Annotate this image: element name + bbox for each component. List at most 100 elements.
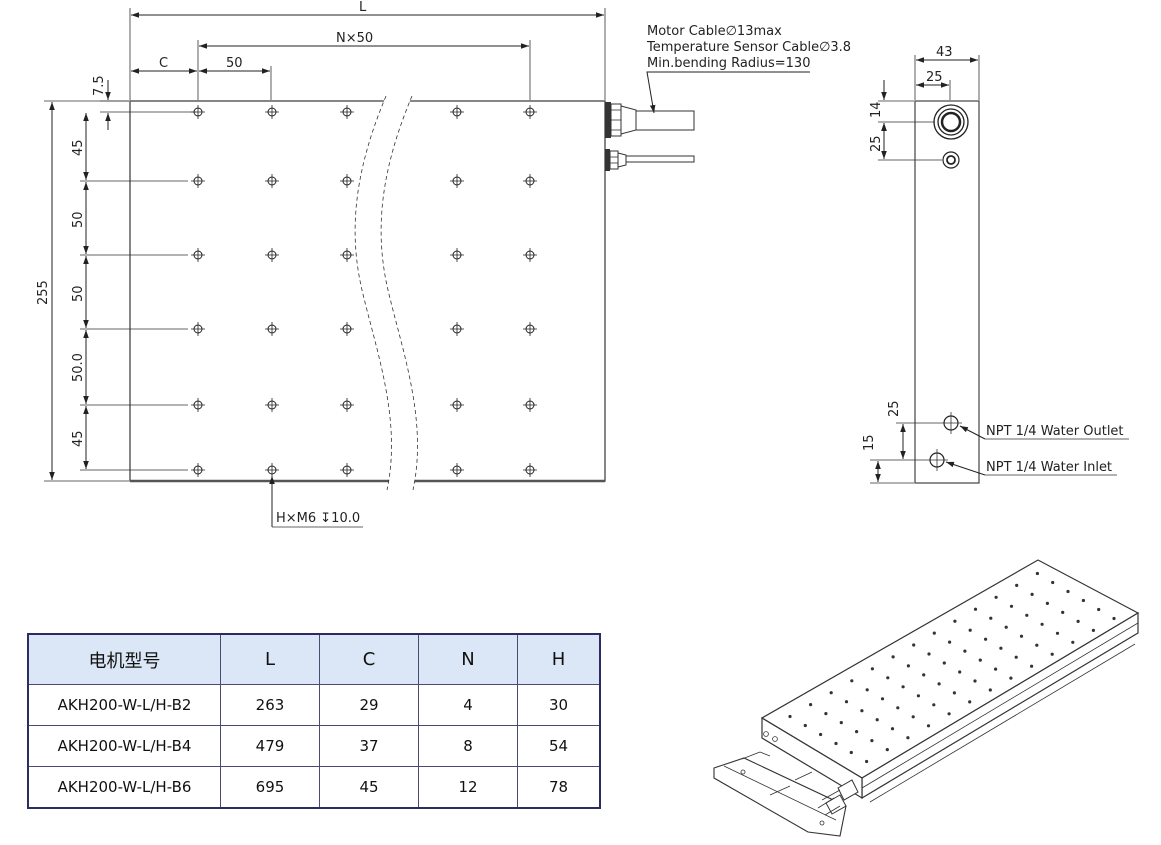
- dim-L: L: [359, 0, 367, 15]
- iso-hole: [963, 649, 967, 653]
- cable-note: Motor Cable∅13max Temperature Sensor Cab…: [646, 24, 851, 71]
- iso-hole: [849, 750, 853, 755]
- iso-hole: [1004, 625, 1008, 629]
- iso-hole: [834, 741, 838, 746]
- iso-hole: [803, 723, 807, 728]
- iso-hole: [844, 700, 849, 704]
- iso-hole: [1045, 601, 1049, 606]
- hole-crosshair: [265, 463, 279, 477]
- cell-model: AKH200-W-L/H-B6: [27, 766, 221, 809]
- mounting-holes: [191, 105, 537, 477]
- iso-hole: [1025, 613, 1029, 617]
- row-dim-5: 45: [71, 430, 86, 447]
- header-H: H: [517, 633, 601, 685]
- cell-C: 29: [319, 684, 419, 726]
- iso-hole: [1040, 622, 1044, 626]
- header-N: N: [418, 633, 518, 685]
- side-dim-25: 25: [869, 135, 884, 152]
- iso-hole: [850, 679, 854, 683]
- table-row: AKH200-W-L/H-B6 695 45 12 78: [27, 766, 601, 809]
- iso-hole: [911, 715, 915, 719]
- hole-crosshair: [523, 105, 537, 119]
- iso-cable-glands: [817, 779, 859, 816]
- isometric-view: [713, 559, 1140, 837]
- side-dim-15: 15: [862, 434, 877, 451]
- hole-crosshair: [191, 398, 205, 412]
- dim-50: 50: [226, 56, 243, 71]
- iso-hole: [999, 646, 1003, 650]
- header-model: 电机型号: [27, 633, 221, 685]
- cell-L: 263: [220, 684, 320, 726]
- iso-hole: [1050, 652, 1054, 656]
- cell-L: 479: [220, 725, 320, 767]
- hole-crosshair: [191, 322, 205, 336]
- hole-crosshair: [450, 105, 464, 119]
- iso-hole: [927, 652, 931, 656]
- iso-hole: [1091, 628, 1095, 633]
- iso-hole: [1081, 598, 1085, 603]
- motor-end-face: [761, 716, 863, 800]
- water-inlet-label: NPT 1/4 Water Inlet: [986, 460, 1112, 475]
- hole-crosshair: [265, 174, 279, 188]
- iso-hole: [906, 736, 910, 740]
- iso-hole: [948, 640, 952, 644]
- iso-hole: [1055, 631, 1060, 635]
- iso-hole: [870, 667, 875, 671]
- iso-hole: [875, 718, 879, 722]
- side-dim-43: 43: [936, 45, 953, 60]
- iso-hole: [968, 700, 972, 704]
- iso-hole: [1035, 643, 1039, 647]
- iso-hole: [1051, 580, 1055, 585]
- side-dim-25-top: 25: [926, 70, 943, 85]
- hole-crosshair: [340, 105, 354, 119]
- dim-255: 255: [36, 280, 51, 305]
- cell-N: 4: [418, 684, 518, 726]
- table-row: AKH200-W-L/H-B2 263 29 4 30: [27, 684, 601, 726]
- side-dim-14: 14: [869, 101, 884, 118]
- iso-hole: [1030, 592, 1034, 597]
- cable-note-line-3: Min.bending Radius=130: [647, 56, 810, 71]
- row-dim-3: 50: [71, 285, 86, 302]
- iso-hole: [1009, 676, 1013, 680]
- hole-crosshair: [450, 174, 464, 188]
- iso-hole: [824, 712, 828, 716]
- iso-hole: [942, 661, 946, 665]
- spec-table: 电机型号 L C N H AKH200-W-L/H-B2 263 29 4 30…: [27, 633, 601, 809]
- cell-model: AKH200-W-L/H-B4: [27, 725, 221, 767]
- iso-hole: [1097, 607, 1101, 612]
- hole-crosshair: [191, 248, 205, 262]
- iso-hole: [1066, 589, 1070, 594]
- dim-C: C: [159, 56, 168, 71]
- iso-hole: [819, 732, 823, 737]
- iso-hole: [1071, 640, 1075, 644]
- table-row: AKH200-W-L/H-B4 479 37 8 54: [27, 725, 601, 767]
- row-dim-1: 45: [71, 139, 86, 156]
- iso-hole: [901, 685, 905, 689]
- cell-H: 78: [517, 766, 601, 809]
- iso-hole: [839, 721, 843, 725]
- iso-hole: [1035, 571, 1039, 576]
- iso-hole: [989, 616, 993, 620]
- cell-C: 45: [319, 766, 419, 809]
- iso-hole: [973, 679, 977, 683]
- header-L: L: [220, 633, 320, 685]
- hole-crosshair: [340, 398, 354, 412]
- hole-crosshair: [450, 398, 464, 412]
- hole-crosshair: [265, 398, 279, 412]
- hole-crosshair: [450, 322, 464, 336]
- iso-hole: [860, 709, 864, 713]
- iso-hole: [1009, 604, 1014, 608]
- iso-hole: [994, 667, 998, 671]
- iso-hole: [870, 739, 874, 743]
- iso-hole: [1061, 610, 1065, 615]
- cell-C: 37: [319, 725, 419, 767]
- side-view: 43 25 14 25 25 15: [862, 45, 1129, 484]
- iso-hole: [994, 595, 998, 599]
- iso-hole: [1014, 655, 1018, 659]
- motor-cable-gland: [605, 102, 695, 138]
- iso-hole: [958, 670, 962, 674]
- iso-hole: [947, 712, 951, 716]
- row-dim-4: 50.0: [71, 353, 86, 382]
- hole-crosshair: [523, 398, 537, 412]
